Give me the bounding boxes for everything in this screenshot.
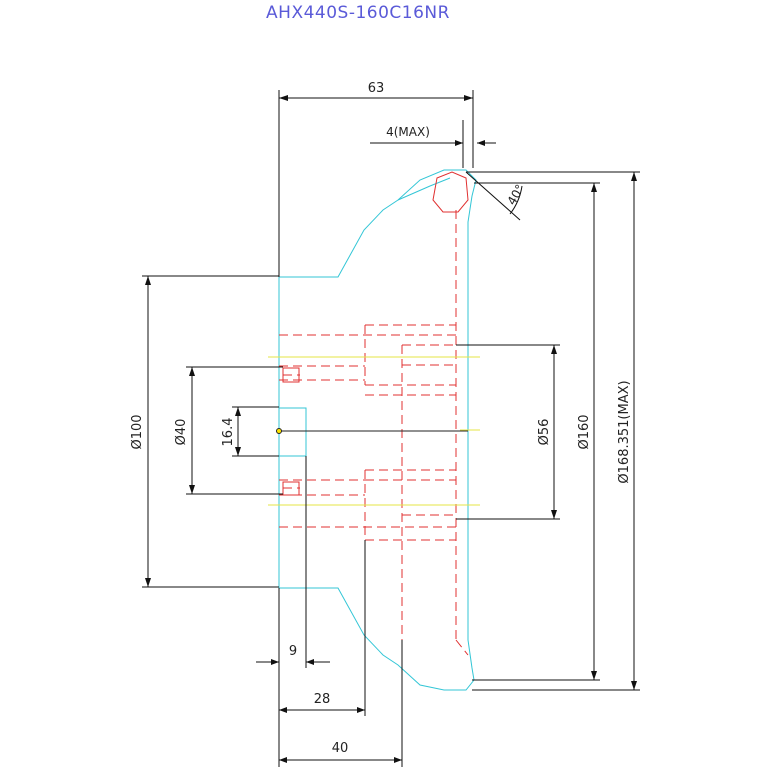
svg-text:Ø160: Ø160 <box>577 414 592 449</box>
svg-text:40°: 40° <box>504 182 527 207</box>
dim-dia-168: Ø168.351(MAX) <box>617 172 637 690</box>
dim-63: 63 <box>278 81 474 277</box>
dim-9: 9 <box>256 456 330 767</box>
hidden-lines <box>279 210 469 656</box>
dim-dia-40: Ø40 <box>174 366 283 495</box>
body-outline <box>278 169 477 691</box>
svg-text:4(MAX): 4(MAX) <box>386 125 430 139</box>
dim-28: 28 <box>279 540 366 716</box>
svg-text:Ø40: Ø40 <box>174 419 189 446</box>
dim-dia-56: Ø56 <box>456 344 560 520</box>
svg-text:63: 63 <box>368 81 385 96</box>
svg-text:28: 28 <box>314 692 331 707</box>
dim-40: 40 <box>279 640 403 767</box>
center-point <box>276 428 282 434</box>
dim-16-4: 16.4 <box>221 406 279 457</box>
dim-dia-100: Ø100 <box>130 275 279 588</box>
reference-lines <box>268 356 480 506</box>
svg-text:16.4: 16.4 <box>221 418 236 447</box>
cutting-insert <box>432 171 469 213</box>
drawing-title: AHX440S-160C16NR <box>266 3 450 23</box>
svg-text:Ø100: Ø100 <box>130 414 145 449</box>
svg-text:40: 40 <box>332 741 349 756</box>
svg-text:Ø168.351(MAX): Ø168.351(MAX) <box>617 380 632 483</box>
dim-dia-160: Ø160 <box>577 183 597 680</box>
svg-text:9: 9 <box>289 644 297 659</box>
svg-text:Ø56: Ø56 <box>537 419 552 446</box>
dim-4max: 4(MAX) <box>370 120 496 168</box>
